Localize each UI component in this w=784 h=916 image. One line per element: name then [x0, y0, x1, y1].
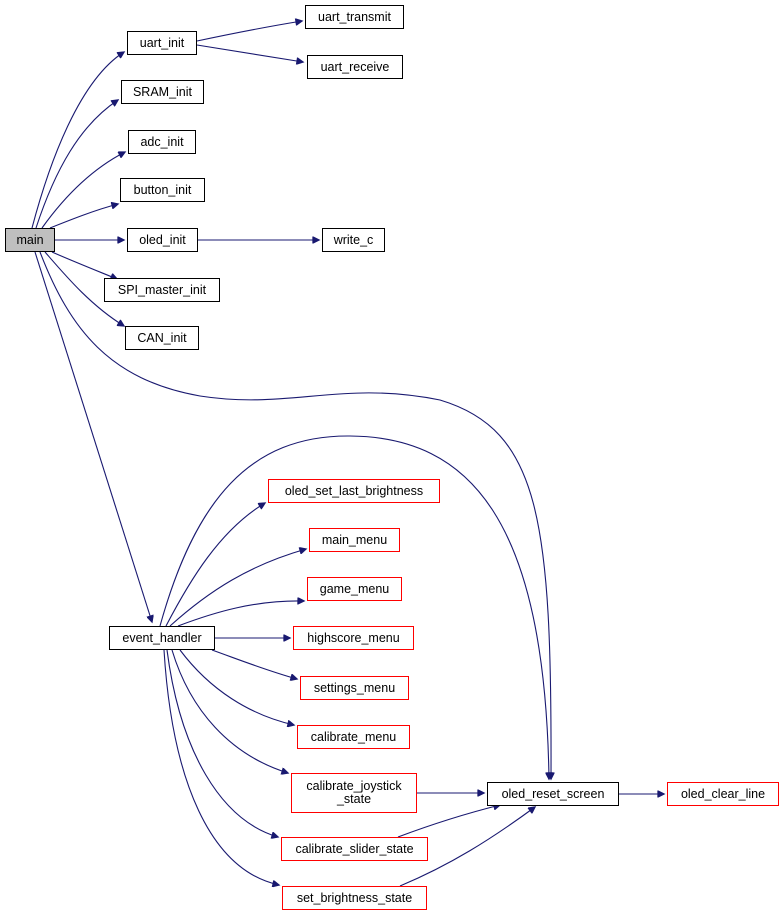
node-oled-set-last-brightness[interactable]: oled_set_last_brightness	[268, 479, 440, 503]
edge-main-to-adc_init	[41, 152, 125, 229]
edge-main-to-SPI_master_init	[51, 251, 117, 279]
node-uart-init[interactable]: uart_init	[127, 31, 197, 55]
node-calibrate-joystick-state[interactable]: calibrate_joystick _state	[291, 773, 417, 813]
node-event-handler[interactable]: event_handler	[109, 626, 215, 650]
node-CAN-init[interactable]: CAN_init	[125, 326, 199, 350]
edge-event_handler-to-set_brightness_state	[163, 649, 279, 885]
edge-event_handler-to-settings_menu	[211, 649, 297, 679]
edge-main-to-CAN_init	[44, 251, 124, 326]
node-oled-clear-line[interactable]: oled_clear_line	[667, 782, 779, 806]
edge-event_handler-to-calibrate_slider_state	[166, 649, 278, 837]
node-oled-init[interactable]: oled_init	[127, 228, 198, 252]
edge-main-to-button_init	[49, 204, 118, 229]
edge-set_brightness_state-to-oled_reset_screen	[399, 807, 535, 887]
edge-uart_init-to-uart_transmit	[196, 21, 302, 42]
node-SPI-master-init[interactable]: SPI_master_init	[104, 278, 220, 302]
edge-main-to-uart_init	[31, 52, 124, 229]
edge-event_handler-to-calibrate_joystick_state	[171, 649, 288, 773]
edge-calibrate_slider_state-to-oled_reset_screen	[397, 805, 500, 838]
edge-main-to-event_handler	[34, 251, 152, 622]
node-main[interactable]: main	[5, 228, 55, 252]
node-main-menu[interactable]: main_menu	[309, 528, 400, 552]
edge-main-to-SRAM_init	[35, 100, 118, 229]
node-set-brightness-state[interactable]: set_brightness_state	[282, 886, 427, 910]
node-uart-transmit[interactable]: uart_transmit	[305, 5, 404, 29]
edge-uart_init-to-uart_receive	[196, 44, 303, 62]
edge-main-to-oled_reset_screen	[39, 251, 551, 779]
node-oled-reset-screen[interactable]: oled_reset_screen	[487, 782, 619, 806]
node-write-c[interactable]: write_c	[322, 228, 385, 252]
node-highscore-menu[interactable]: highscore_menu	[293, 626, 414, 650]
node-uart-receive[interactable]: uart_receive	[307, 55, 403, 79]
node-SRAM-init[interactable]: SRAM_init	[121, 80, 204, 104]
edge-event_handler-to-oled_reset_screen	[159, 435, 549, 779]
edge-event_handler-to-oled_set_last_brightness	[165, 503, 265, 627]
node-adc-init[interactable]: adc_init	[128, 130, 196, 154]
node-calibrate-slider-state[interactable]: calibrate_slider_state	[281, 837, 428, 861]
edge-event_handler-to-calibrate_menu	[179, 649, 294, 725]
node-settings-menu[interactable]: settings_menu	[300, 676, 409, 700]
edge-event_handler-to-main_menu	[169, 549, 306, 627]
edge-event_handler-to-game_menu	[177, 601, 304, 627]
node-calibrate-menu[interactable]: calibrate_menu	[297, 725, 410, 749]
node-button-init[interactable]: button_init	[120, 178, 205, 202]
node-game-menu[interactable]: game_menu	[307, 577, 402, 601]
